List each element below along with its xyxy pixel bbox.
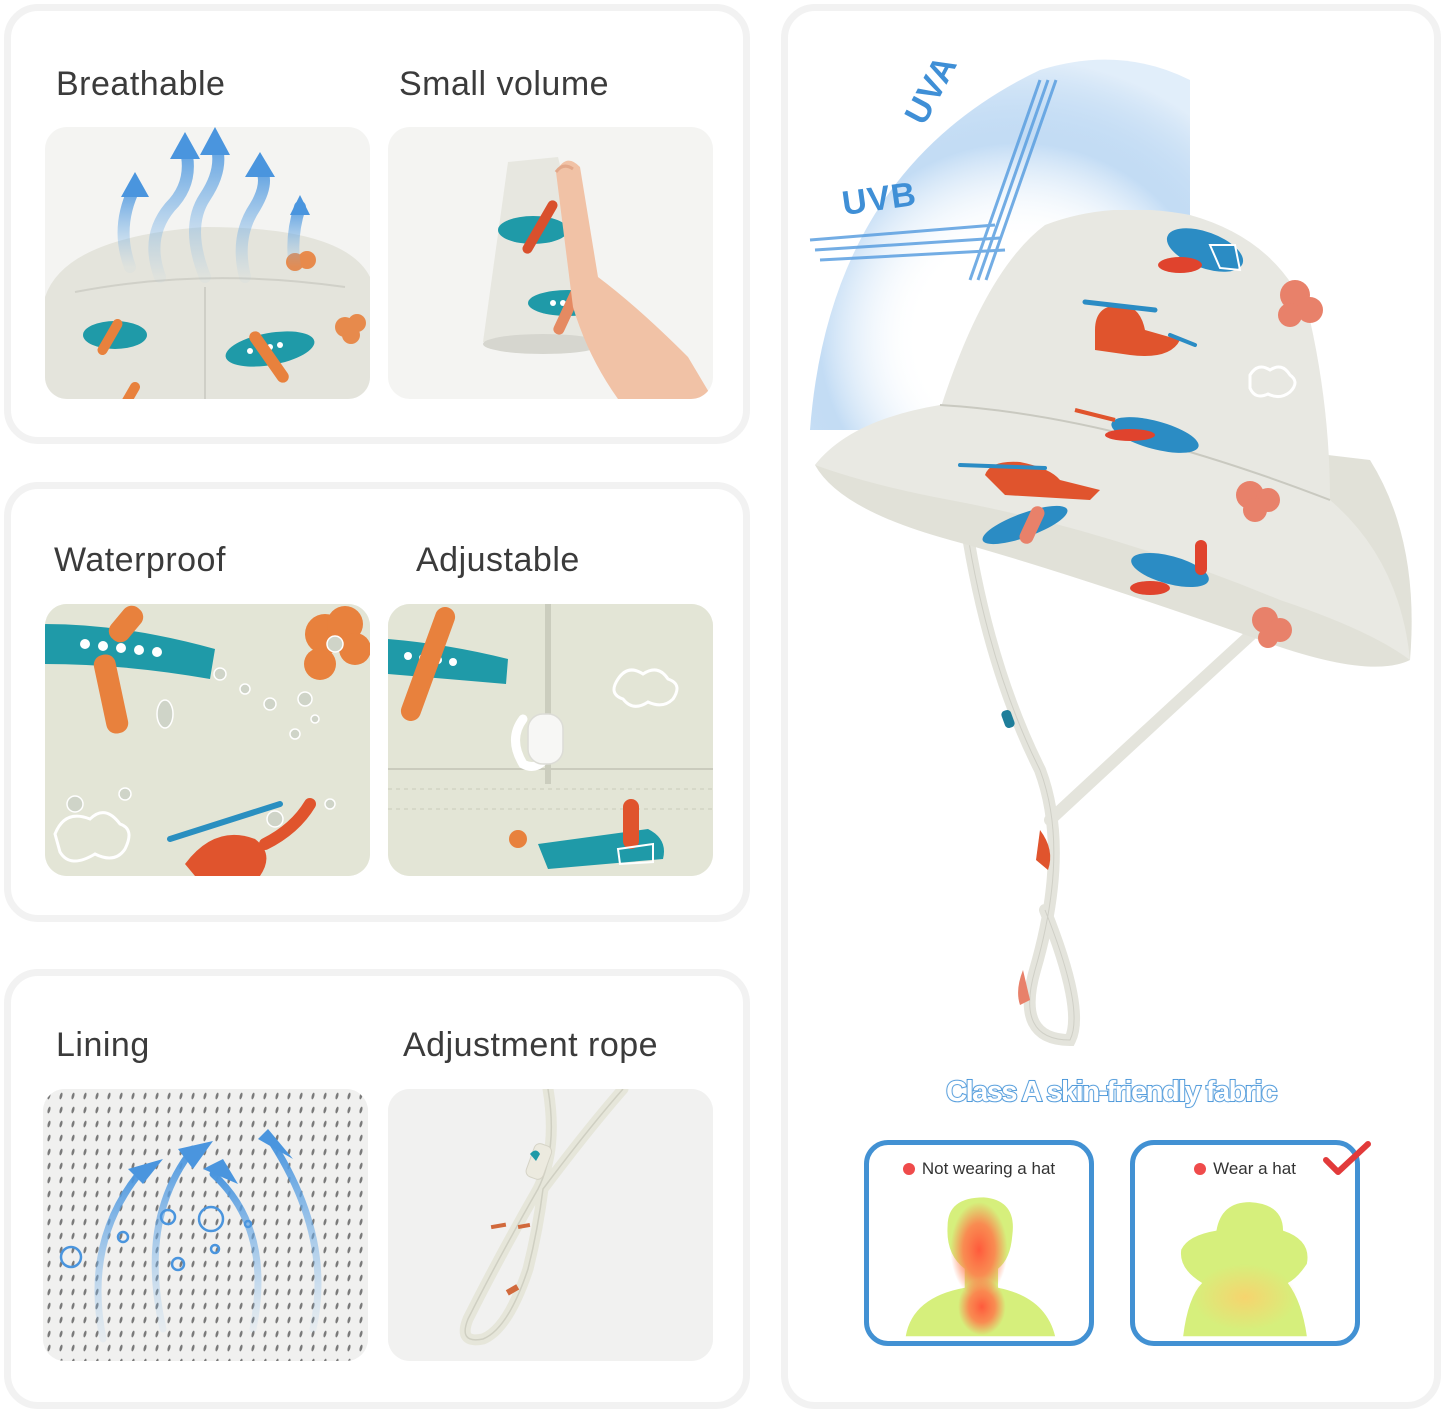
adjustable-image — [388, 604, 713, 876]
feature-label-small-volume: Small volume — [399, 65, 610, 103]
adjustment-toggle-illustration — [388, 604, 713, 876]
comparison-no-hat: Not wearing a hat — [864, 1140, 1094, 1346]
feature-label-adjustable: Adjustable — [416, 541, 580, 579]
feature-label-waterproof: Waterproof — [54, 541, 226, 579]
adjustment-rope-image — [388, 1089, 713, 1361]
plane-motif — [83, 319, 147, 355]
lining-image — [43, 1089, 368, 1361]
feature-label-breathable: Breathable — [56, 65, 226, 103]
feature-label-lining: Lining — [56, 1026, 150, 1064]
feature-card-lining-rope: Lining Adjustment rope — [4, 969, 750, 1409]
bucket-hat-image — [815, 210, 1412, 1047]
feature-card-breathable-small-volume: Breathable Small volume — [4, 4, 750, 444]
feature-label-adjustment-rope: Adjustment rope — [403, 1026, 659, 1064]
comparison-no-hat-label: Not wearing a hat — [869, 1159, 1089, 1179]
hat-crown-airflow-illustration — [45, 127, 370, 399]
breathable-image — [45, 127, 370, 399]
comparison-with-hat: Wear a hat — [1130, 1140, 1360, 1346]
fabric-title: Class A skin-friendly fabric — [945, 1075, 1278, 1109]
heatmap-head-cool — [1180, 1202, 1308, 1337]
red-dot-icon — [1194, 1163, 1207, 1175]
mesh-lining-airflow-illustration — [43, 1089, 368, 1361]
toggle-clip — [511, 713, 564, 771]
check-mark-icon — [1323, 1141, 1371, 1175]
small-volume-image — [388, 127, 713, 399]
feature-card-waterproof-adjustable: Waterproof Adjustable — [4, 482, 750, 922]
heatmap-head-hot — [905, 1197, 1056, 1337]
waterproof-image — [45, 604, 370, 876]
chin-strap-loop-illustration — [388, 1089, 713, 1361]
rolled-hat-in-hand-illustration — [483, 157, 713, 399]
red-dot-icon — [902, 1163, 915, 1175]
comparison-with-hat-label: Wear a hat — [1135, 1159, 1355, 1179]
fabric-water-droplets-illustration — [45, 604, 370, 876]
